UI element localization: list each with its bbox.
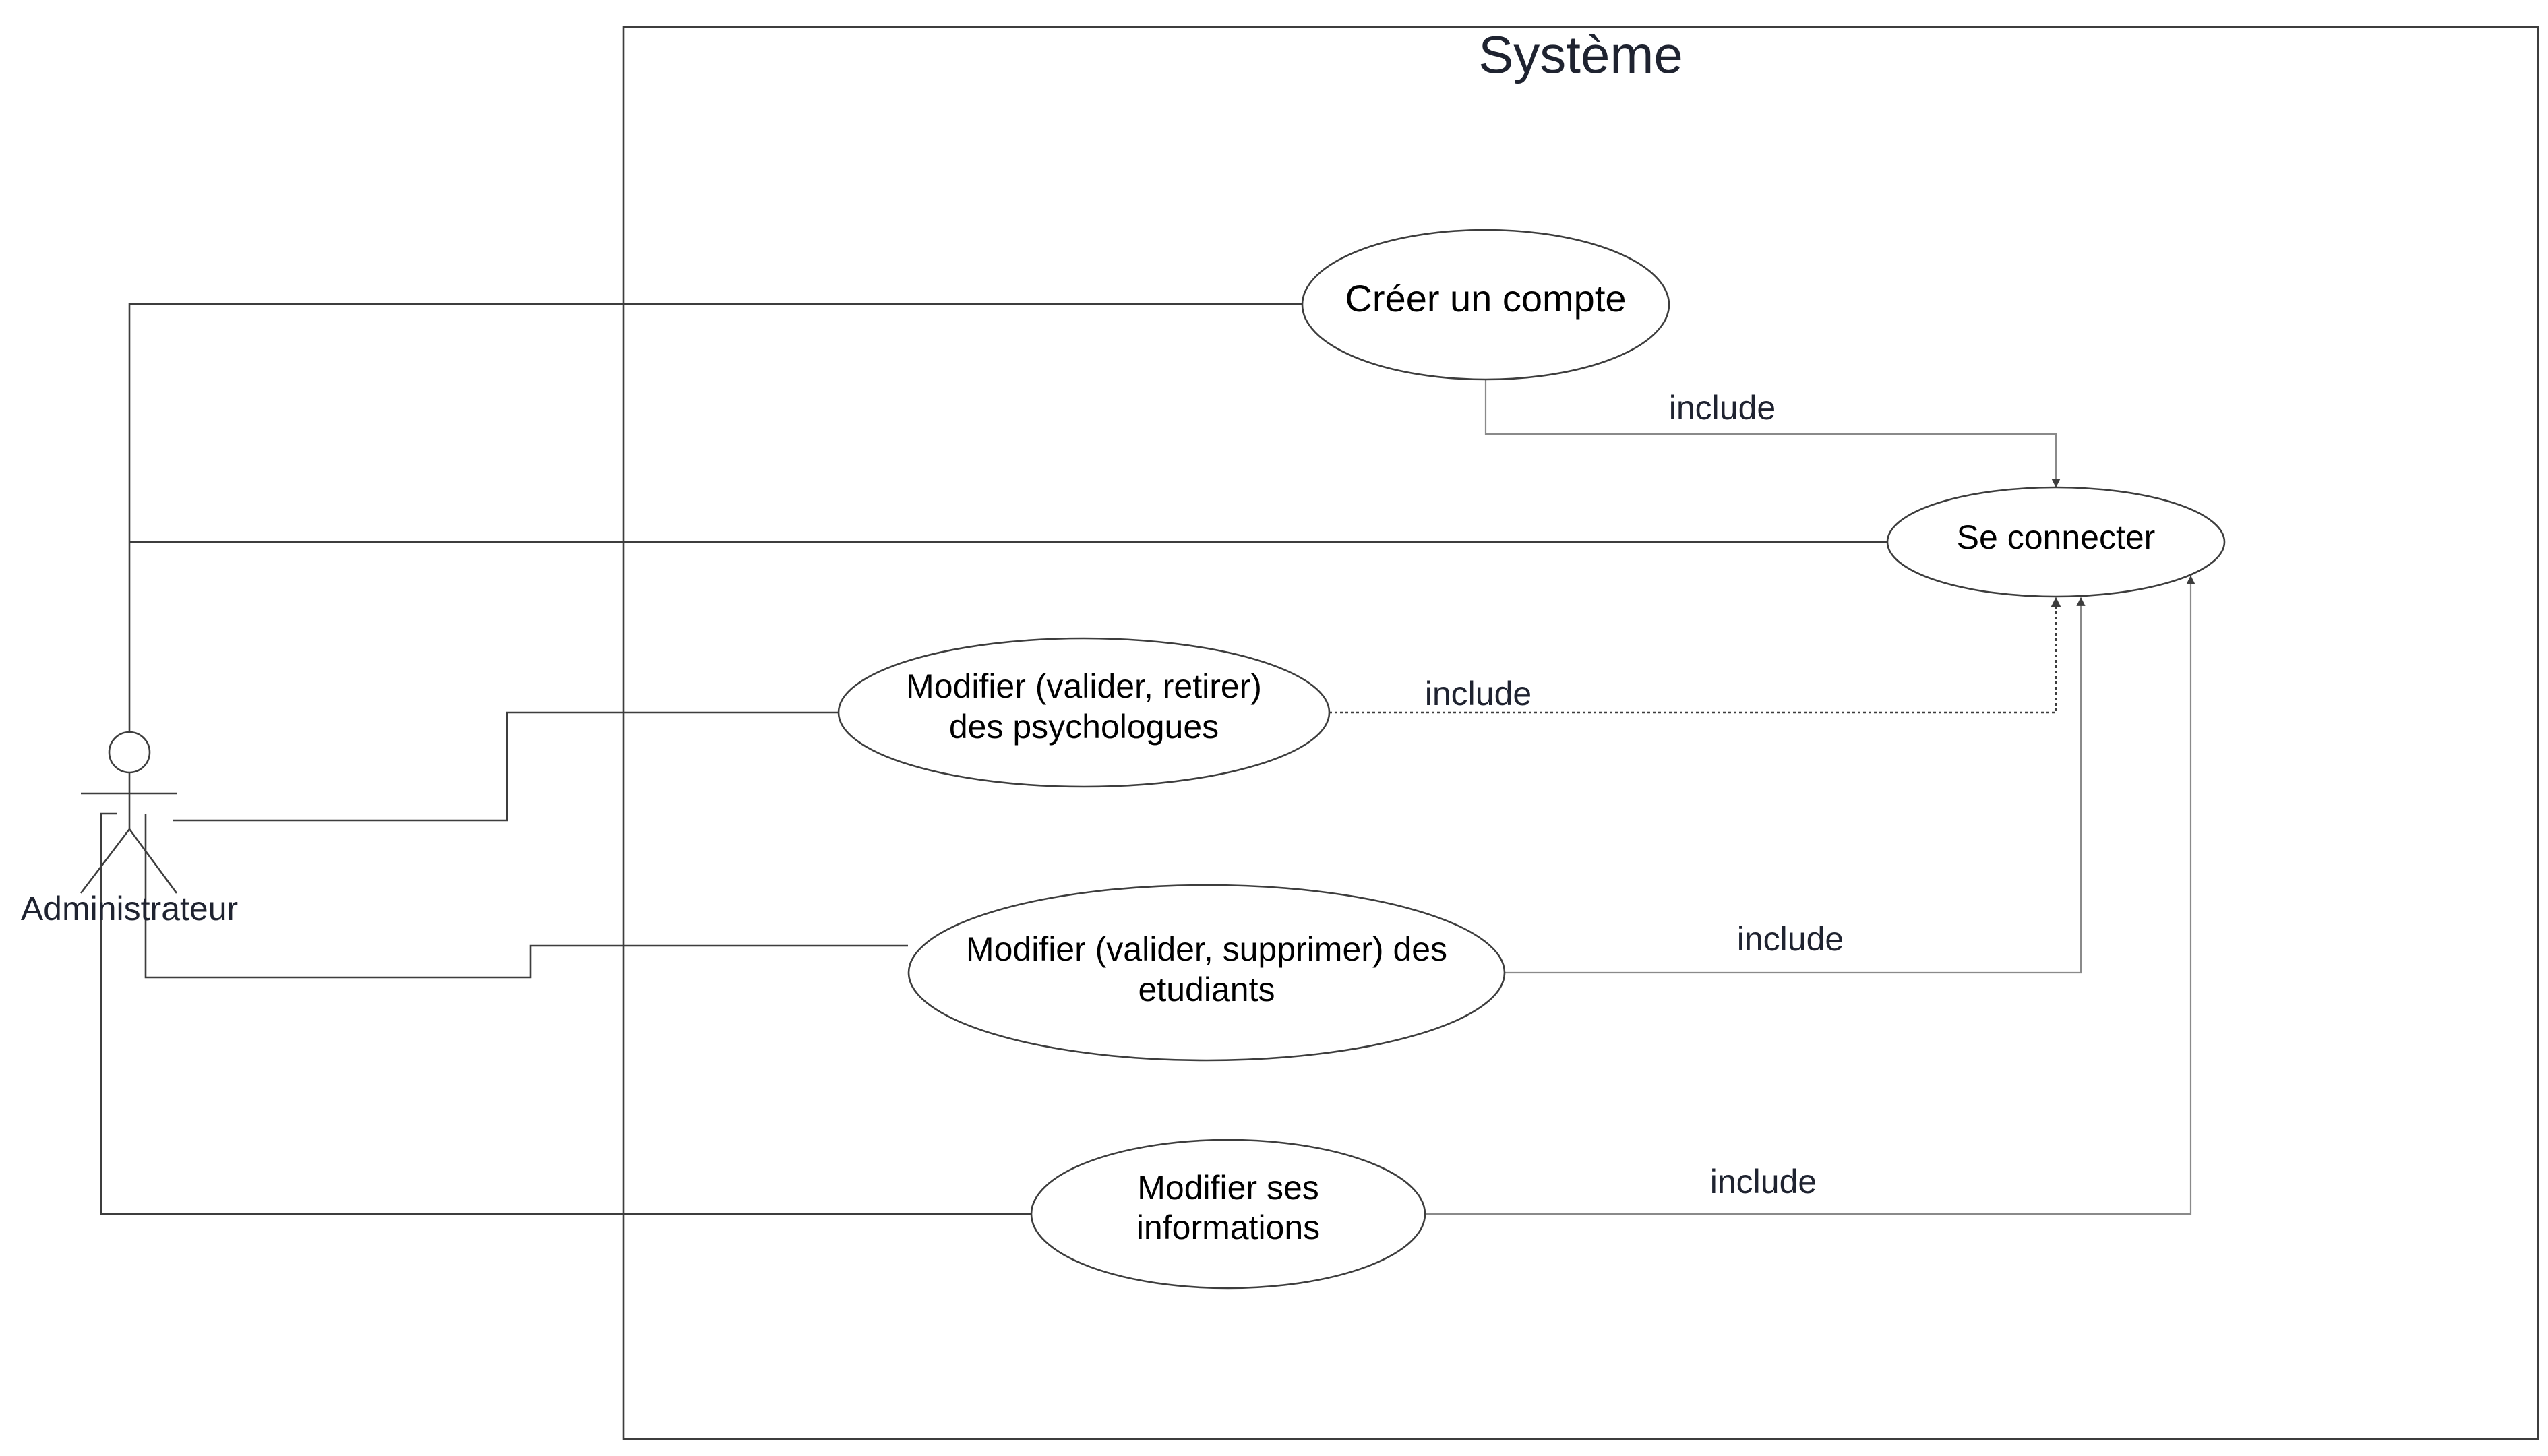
use-case-label-line2: etudiants: [1139, 971, 1275, 1008]
use-case-ellipse: [1886, 486, 2226, 598]
use-case-label-line2: informations: [1136, 1209, 1320, 1246]
include-label-etudiants: include: [1737, 920, 1844, 958]
use-case-creer-compte[interactable]: Créer un compte: [1301, 229, 1670, 381]
actor-left-leg: [80, 828, 131, 894]
use-case-psychologues[interactable]: Modifier (valider, retirer) des psycholo…: [837, 637, 1331, 788]
use-case-ellipse: [907, 884, 1506, 1062]
include-arrow-informations: [1425, 575, 2195, 1215]
use-case-etudiants[interactable]: Modifier (valider, supprimer) des etudia…: [907, 884, 1506, 1062]
use-case-informations[interactable]: Modifier ses informations: [1030, 1139, 1426, 1290]
actor-administrateur[interactable]: Administrateur: [21, 731, 238, 928]
use-case-ellipse: [1030, 1139, 1426, 1290]
association-etudiants: [144, 814, 908, 979]
use-case-se-connecter[interactable]: Se connecter: [1886, 486, 2226, 598]
use-case-ellipse: [1301, 229, 1670, 381]
include-label-psychologues: include: [1425, 675, 1531, 712]
use-case-label-line1: Modifier (valider, supprimer) des: [966, 930, 1447, 968]
association-informations: [100, 812, 1031, 1215]
include-label-creer-compte: include: [1669, 389, 1776, 427]
association-creer-compte: [128, 303, 1302, 731]
actor-head-icon: [108, 731, 151, 774]
association-psychologues: [173, 711, 839, 822]
use-case-ellipse: [837, 637, 1331, 788]
include-arrow-creer-compte: [1484, 380, 2061, 488]
system-title: Système: [1478, 25, 1682, 84]
use-case-label: Se connecter: [1957, 518, 2156, 556]
include-arrow-etudiants: [1505, 597, 2086, 974]
use-case-label-line2: des psychologues: [949, 708, 1219, 746]
include-label-informations: include: [1710, 1163, 1817, 1201]
association-lines: [100, 303, 1887, 1215]
use-case-label-line1: Modifier (valider, retirer): [906, 667, 1262, 705]
actor-right-leg: [128, 828, 178, 894]
actor-name: Administrateur: [21, 890, 238, 928]
use-case-label: Créer un compte: [1345, 277, 1626, 320]
use-case-label-line1: Modifier ses: [1137, 1169, 1319, 1207]
include-relations: include include include include: [1329, 380, 2195, 1215]
